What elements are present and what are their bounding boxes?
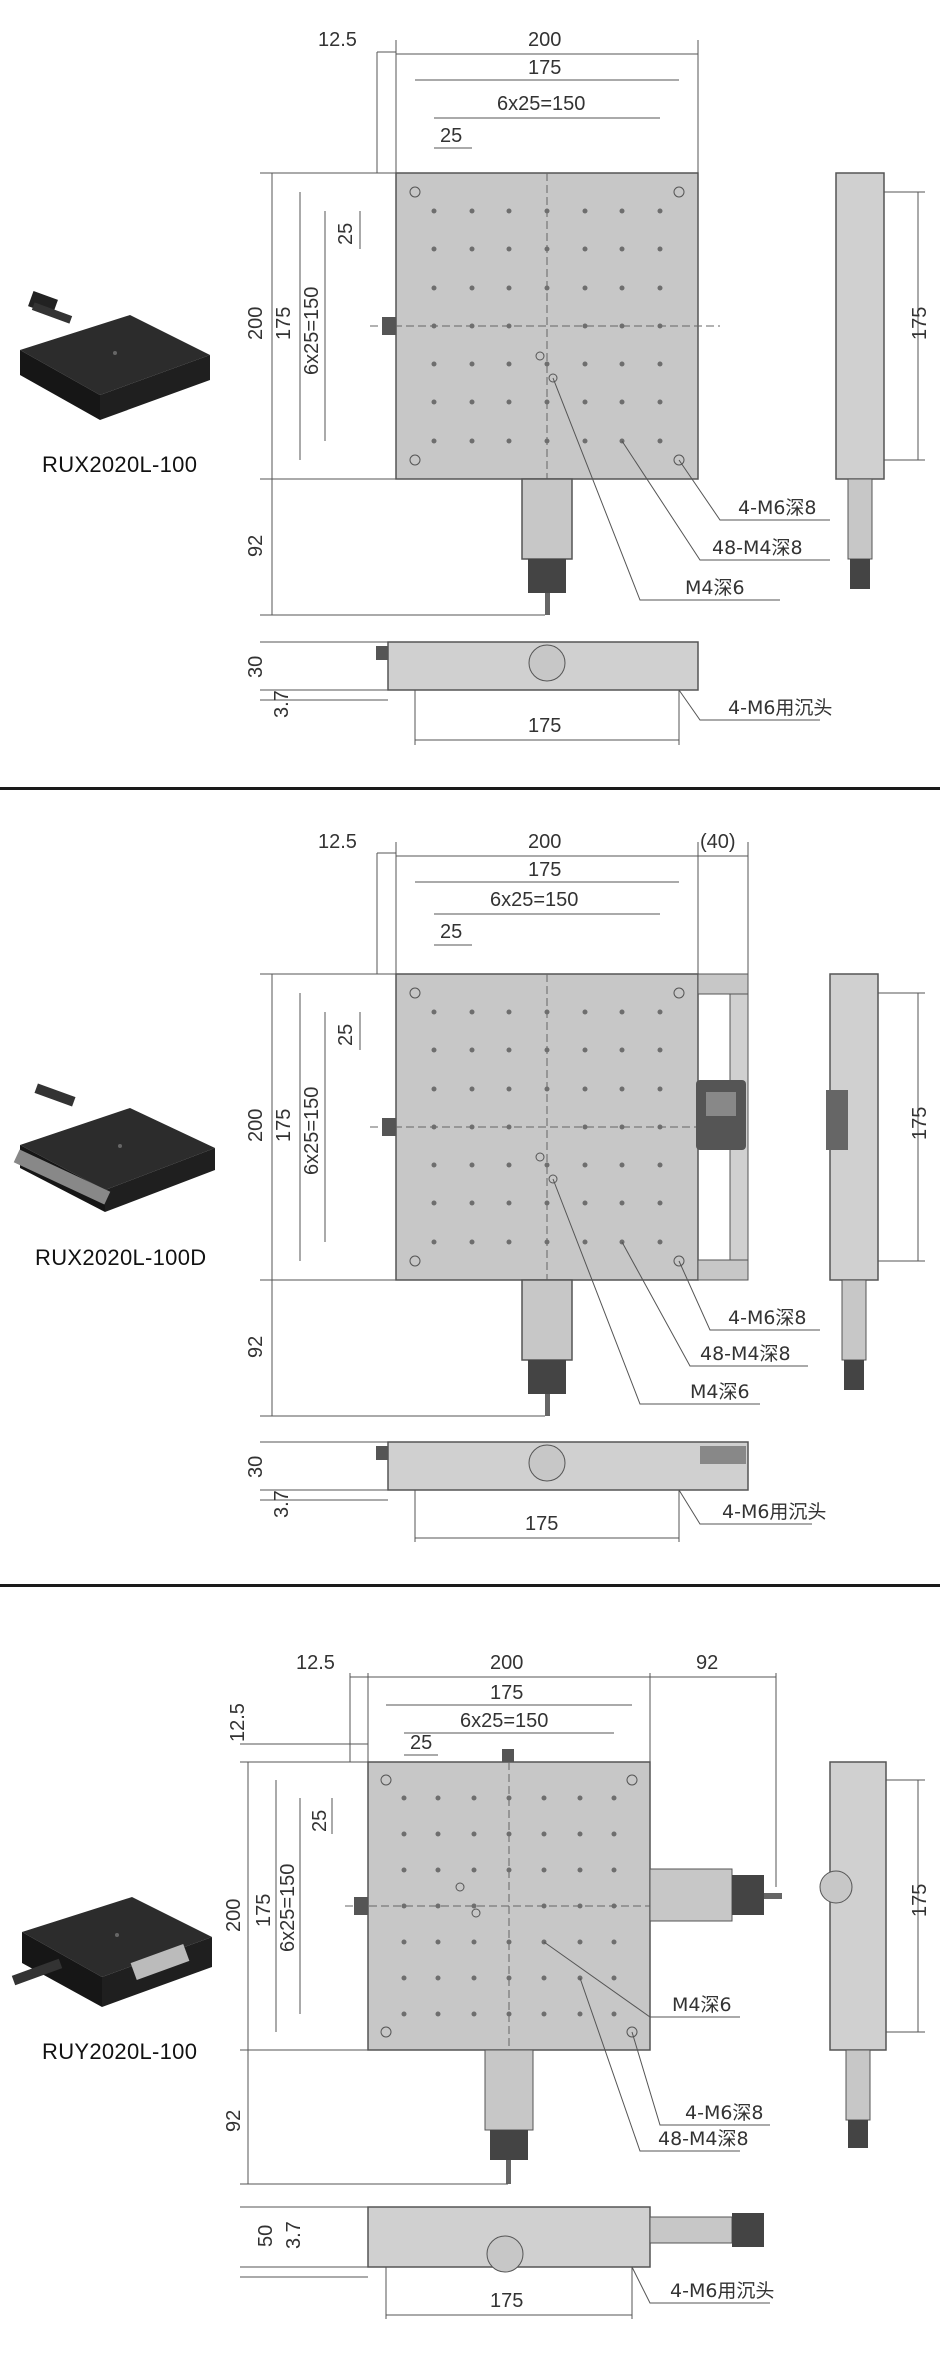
dim-v3-7: 3.7	[271, 690, 293, 718]
dim-v12-5: 12.5	[227, 1703, 249, 1742]
dim-6x25-150: 6x25=150	[490, 889, 578, 911]
dim-v25: 25	[309, 1810, 331, 1832]
product-photo	[20, 291, 210, 420]
section-divider	[0, 1584, 940, 1587]
dim-bottom-175: 175	[490, 2290, 523, 2312]
dim-v50: 50	[255, 2225, 277, 2247]
dim-side-175: 175	[909, 1884, 931, 1917]
dim-v30: 30	[245, 656, 267, 678]
dim-v25: 25	[335, 1024, 357, 1046]
product-photo	[13, 1083, 215, 1212]
model-label: RUY2020L-100	[42, 2039, 198, 2064]
dim-v30: 30	[245, 1456, 267, 1478]
dim-v6x25-150: 6x25=150	[277, 1864, 299, 1952]
dim-v175: 175	[253, 1894, 275, 1927]
section-rux2020l-100: RUX2020L-100	[0, 0, 940, 787]
dim-6x25-150: 6x25=150	[497, 93, 585, 115]
dim-12-5: 12.5	[318, 29, 357, 51]
dim-6x25-150: 6x25=150	[460, 1710, 548, 1732]
dim-v3-7: 3.7	[271, 1490, 293, 1518]
dim-v200: 200	[223, 1899, 245, 1932]
section-ruy2020l-100: RUY2020L-100	[0, 1587, 940, 2365]
dim-92: 92	[696, 1652, 718, 1674]
dim-v200: 200	[245, 307, 267, 340]
callout-1: M4深6	[672, 1994, 732, 2016]
dim-v92: 92	[223, 2110, 245, 2132]
dim-12-5: 12.5	[318, 831, 357, 853]
dim-25: 25	[410, 1732, 432, 1754]
dim-175: 175	[528, 57, 561, 79]
dim-v175: 175	[273, 1109, 295, 1142]
dim-200: 200	[528, 831, 561, 853]
callout-2: 48-M4深8	[700, 1343, 791, 1365]
model-label: RUX2020L-100	[42, 452, 198, 477]
dim-175: 175	[528, 859, 561, 881]
callout-4: 4-M6用沉头	[722, 1501, 826, 1523]
dim-200: 200	[528, 29, 561, 51]
callout-1: 4-M6深8	[728, 1307, 807, 1329]
drawing-top: 12.5 200 175 6x25=150 25 200 175 6x25=15…	[245, 29, 931, 745]
model-label: RUX2020L-100D	[35, 1245, 207, 1270]
dim-v3-7: 3.7	[283, 2221, 305, 2249]
dim-v6x25-150: 6x25=150	[301, 1087, 323, 1175]
dim-v92: 92	[245, 535, 267, 557]
dim-200: 200	[490, 1652, 523, 1674]
dim-175: 175	[490, 1682, 523, 1704]
callout-3: M4深6	[690, 1381, 750, 1403]
callout-4: 4-M6用沉头	[728, 697, 832, 719]
dim-v200: 200	[245, 1109, 267, 1142]
dim-bottom-175: 175	[525, 1513, 558, 1535]
dim-side-175: 175	[909, 307, 931, 340]
dim-25: 25	[440, 921, 462, 943]
drawing-top: 12.5 200 92 175 6x25=150 25 12.5 200 175…	[223, 1652, 931, 2319]
section-rux2020l-100d: RUX2020L-100D	[0, 790, 940, 1584]
dim-bottom-175: 175	[528, 715, 561, 737]
callout-3: M4深6	[685, 577, 745, 599]
dim-v92: 92	[245, 1336, 267, 1358]
callout-3: 48-M4深8	[658, 2128, 749, 2150]
product-photo	[11, 1897, 212, 2007]
dim-v6x25-150: 6x25=150	[301, 287, 323, 375]
dim-25: 25	[440, 125, 462, 147]
section-divider	[0, 787, 940, 790]
callout-1: 4-M6深8	[738, 497, 817, 519]
dim-12-5: 12.5	[296, 1652, 335, 1674]
dim-v175: 175	[273, 307, 295, 340]
dim-side-175: 175	[909, 1107, 931, 1140]
callout-2: 48-M4深8	[712, 537, 803, 559]
callout-4: 4-M6用沉头	[670, 2280, 774, 2302]
callout-2: 4-M6深8	[685, 2102, 764, 2124]
dim-40: (40)	[700, 831, 736, 853]
dim-v25: 25	[335, 223, 357, 245]
drawing-top: 12.5 200 (40) 175 6x25=150 25 200 175 6x…	[245, 831, 931, 1542]
